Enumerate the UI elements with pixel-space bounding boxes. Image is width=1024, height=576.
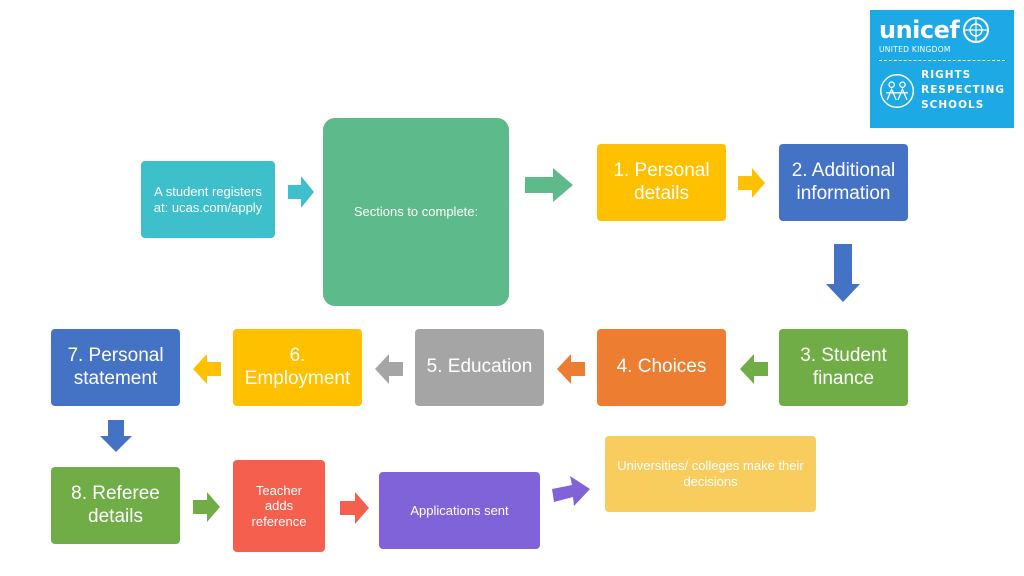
logo-divider (879, 60, 1005, 61)
arrow-down-blue-small-icon (100, 420, 132, 452)
arrow-right-green-icon (525, 168, 573, 202)
node-additional-info: 2. Additional information (779, 144, 908, 221)
unicef-logo: unicef UNITED KINGDOM RIGHTS RESPECTING … (870, 10, 1014, 128)
logo-country: UNITED KINGDOM (879, 45, 951, 54)
node-personal-details: 1. Personal details (597, 144, 726, 221)
node-choices: 4. Choices (597, 329, 726, 406)
node-sections: Sections to complete: (323, 118, 509, 306)
logo-schools: SCHOOLS (921, 99, 985, 111)
arrow-right-yellow-icon (738, 168, 765, 198)
logo-brand-text: unicef (879, 16, 960, 44)
node-decisions: Universities/ colleges make their decisi… (605, 436, 816, 512)
arrow-right-green-small-icon (193, 492, 220, 522)
logo-respecting: RESPECTING (921, 84, 1005, 96)
arrow-left-green-icon (740, 354, 768, 384)
arrow-left-gray-icon (375, 354, 403, 384)
arrow-right-red-icon (340, 492, 369, 524)
arrow-down-blue-icon (826, 244, 860, 302)
node-register: A student registers at: ucas.com/apply (141, 161, 275, 238)
arrow-right-teal-icon (288, 176, 314, 208)
node-personal-statement: 7. Personal statement (51, 329, 180, 406)
node-education: 5. Education (415, 329, 544, 406)
node-student-finance: 3. Student finance (779, 329, 908, 406)
globe-emblem-icon (963, 17, 990, 43)
logo-rights: RIGHTS (921, 69, 972, 81)
node-teacher-reference: Teacher adds reference (233, 460, 325, 552)
arrow-left-orange-icon (557, 354, 585, 384)
arrow-left-yellow-icon (193, 354, 221, 384)
children-emblem-icon (880, 73, 915, 108)
node-applications-sent: Applications sent (379, 472, 540, 549)
arrow-up-right-purple-icon (552, 476, 590, 506)
node-employment: 6. Employment (233, 329, 362, 406)
node-referee-details: 8. Referee details (51, 467, 180, 544)
